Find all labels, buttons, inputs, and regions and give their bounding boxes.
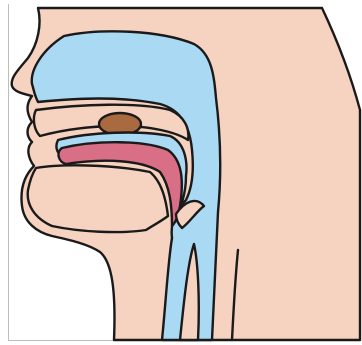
chin (28, 165, 168, 232)
